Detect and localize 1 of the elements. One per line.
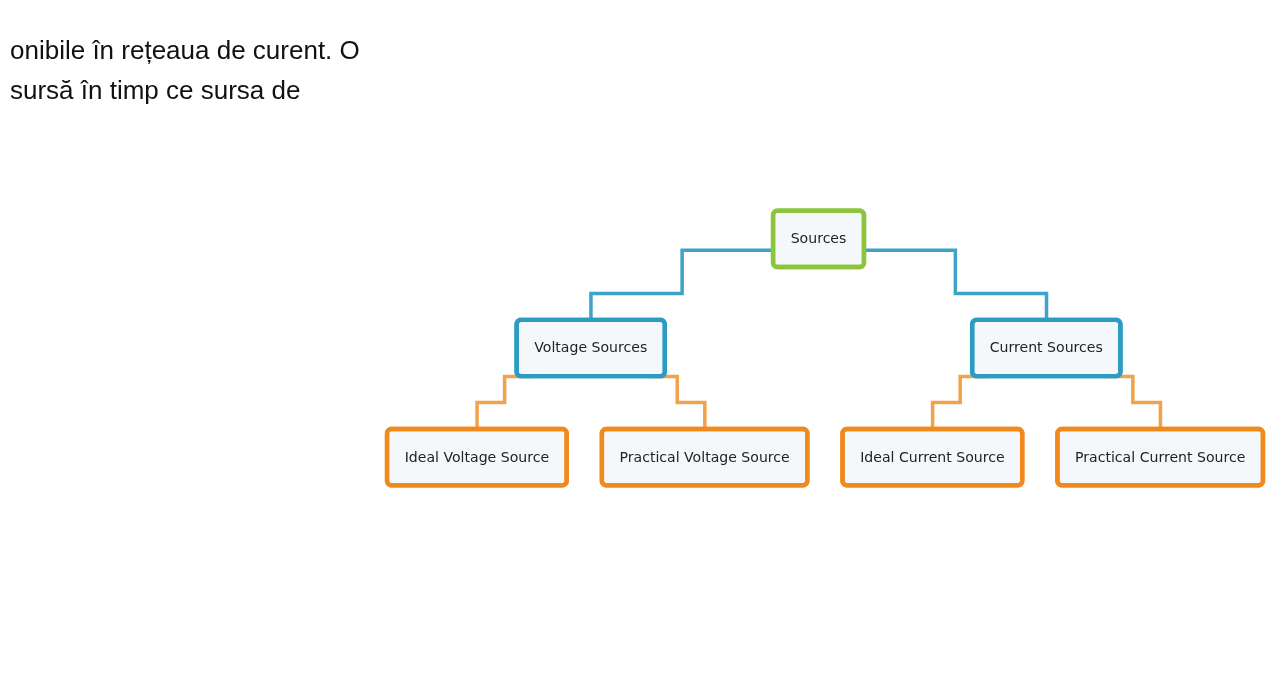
paragraph-text: onibile în rețeaua de curent. O sursă în timp ce sursa de	[10, 34, 361, 107]
